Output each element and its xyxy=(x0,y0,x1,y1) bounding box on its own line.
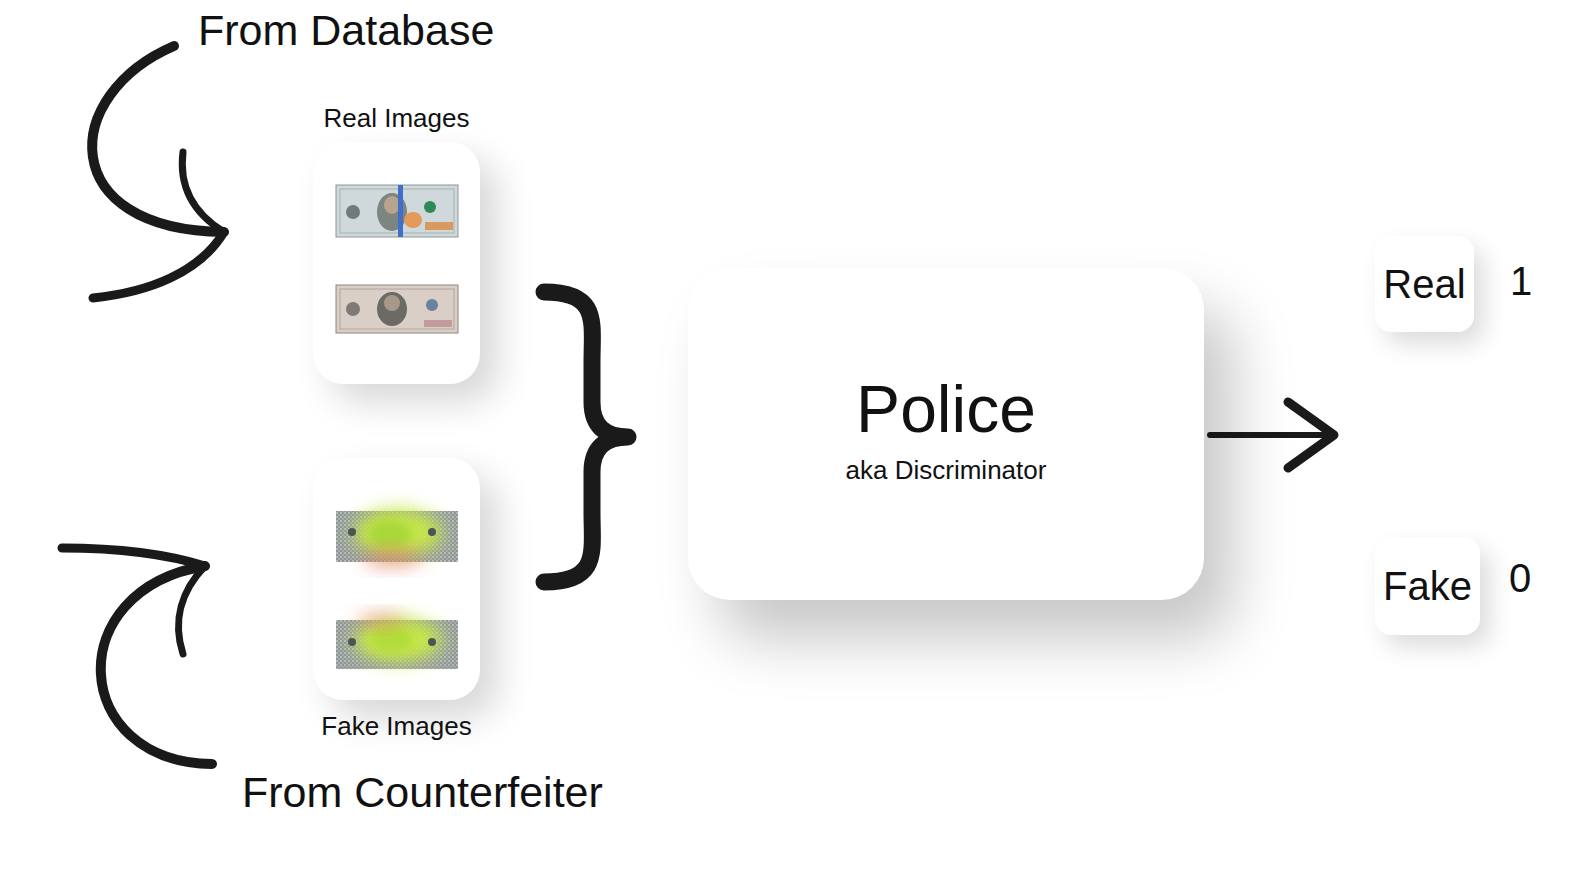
output-arrow xyxy=(1210,432,1334,438)
arrow-barb xyxy=(182,152,224,232)
image-card: Real Images xyxy=(313,142,480,384)
output-label: Fake xyxy=(1383,563,1472,609)
label-holder: 0 xyxy=(1509,555,1531,601)
label-holder: From Counterfeiter xyxy=(242,768,603,817)
box-subtitle: aka Discriminator xyxy=(846,456,1047,486)
source-label: From Counterfeiter xyxy=(242,768,603,817)
hundred-bill xyxy=(336,185,458,237)
output-box: Real xyxy=(1375,236,1474,332)
discriminator-box: Police aka Discriminator xyxy=(688,268,1204,600)
fifty-bill xyxy=(336,285,458,333)
curved-arrow xyxy=(92,46,224,232)
fake-bill xyxy=(336,612,458,669)
image-card: Fake Images xyxy=(313,458,480,700)
output-box: Fake xyxy=(1375,537,1480,635)
curly-brace xyxy=(544,292,628,582)
output-value: 0 xyxy=(1509,555,1531,601)
arrow-barb xyxy=(179,566,205,654)
arrow-barb xyxy=(62,548,205,566)
output-value: 1 xyxy=(1510,258,1532,304)
card-heading: Real Images xyxy=(253,104,540,134)
label-holder: From Database xyxy=(198,6,494,55)
source-label: From Database xyxy=(198,6,494,55)
card-heading: Fake Images xyxy=(253,712,540,742)
fake-bill xyxy=(336,509,458,568)
curved-arrow xyxy=(101,566,212,764)
box-title: Police xyxy=(856,372,1036,448)
arrow-barb xyxy=(93,232,224,298)
output-arrowhead xyxy=(1288,402,1334,468)
output-label: Real xyxy=(1383,261,1465,307)
label-holder: 1 xyxy=(1510,258,1532,304)
